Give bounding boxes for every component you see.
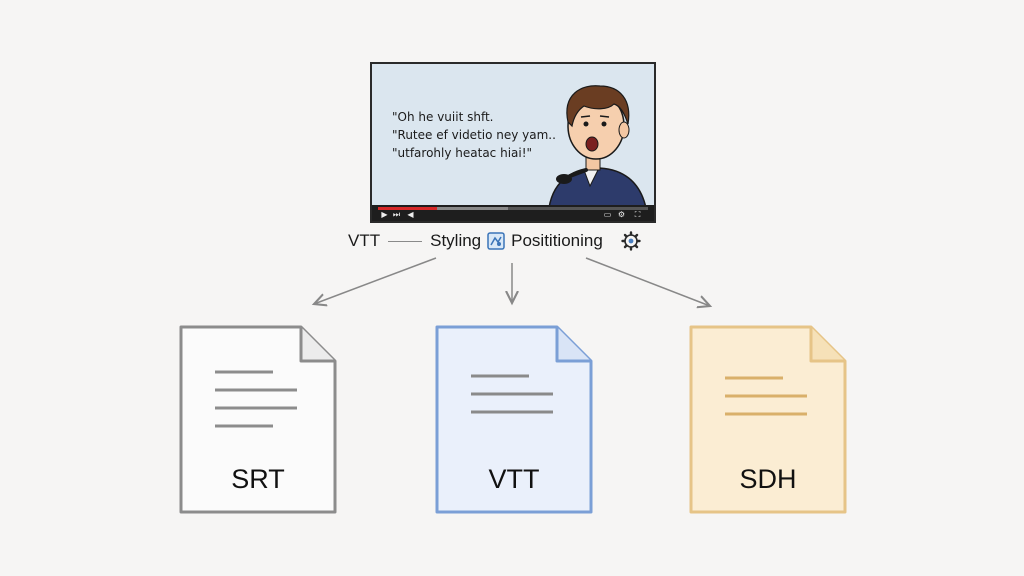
speaker-illustration [548, 85, 647, 208]
format-label: VTT [348, 231, 381, 250]
style-icon [487, 232, 505, 250]
file-card-srt[interactable]: SRT [177, 324, 339, 516]
styling-label: Styling [430, 231, 482, 250]
file-label-vtt: VTT [488, 464, 540, 494]
file-label-srt: SRT [231, 464, 285, 494]
subtitle-line: "utfarohly heatac hiai!" [392, 146, 533, 160]
fullscreen-icon[interactable]: ⛶ [634, 210, 641, 219]
document-icon [435, 325, 593, 514]
file-label-sdh: SDH [739, 464, 797, 494]
progress-bar[interactable] [378, 207, 648, 210]
positioning-label: Posititioning [511, 231, 603, 250]
feature-row: VTT Styling Posititioning [348, 228, 641, 254]
next-icon[interactable]: ⏭ [392, 210, 401, 219]
subtitle-line: "Rutee ef videtio ney yam.. [392, 128, 556, 142]
play-icon[interactable]: ▶ [381, 210, 388, 219]
player-controls[interactable]: ▶ ⏭ ◀ ▭ ⚙ ⛶ [372, 205, 654, 221]
volume-icon[interactable]: ◀ [407, 210, 414, 219]
video-player[interactable]: "Oh he vuiit shft. "Rutee ef videtio ney… [370, 62, 656, 223]
progress-fill [378, 207, 438, 210]
document-icon [179, 325, 337, 514]
subtitles-icon[interactable]: ▭ [603, 210, 612, 219]
settings-icon[interactable]: ⚙ [617, 210, 626, 219]
document-icon [689, 325, 847, 514]
file-card-sdh[interactable]: SDH [687, 324, 849, 516]
arrow-to-srt [314, 257, 437, 304]
connector-line [388, 240, 423, 242]
arrow-to-sdh [585, 257, 710, 306]
subtitle-line: "Oh he vuiit shft. [392, 110, 494, 124]
file-card-vtt[interactable]: VTT [433, 324, 595, 516]
subtitle-text: "Oh he vuiit shft. "Rutee ef videtio ney… [392, 108, 562, 162]
buffer-fill [437, 207, 508, 210]
gear-icon [621, 231, 641, 251]
